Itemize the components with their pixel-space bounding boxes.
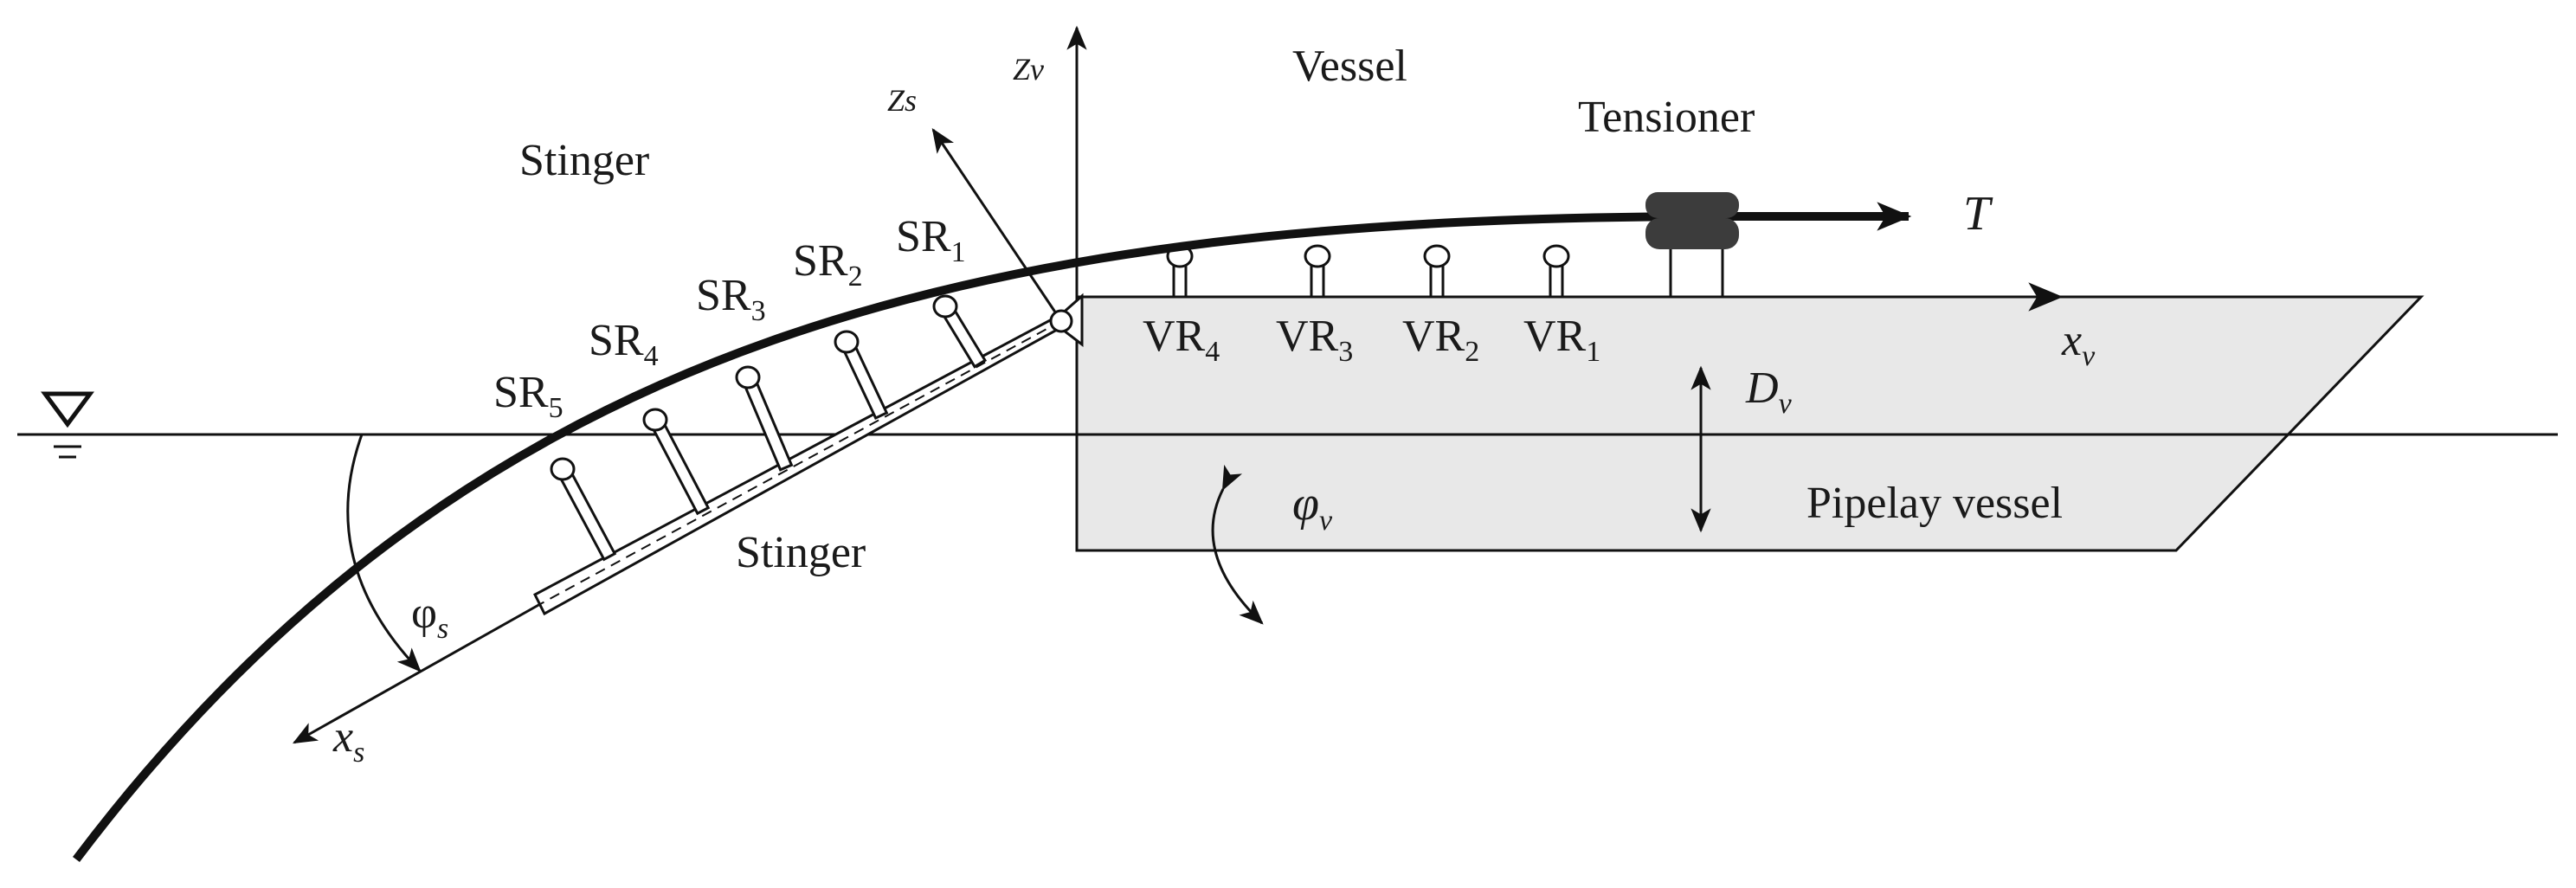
tensioner-label: Tensioner bbox=[1578, 93, 1755, 142]
zs-axis bbox=[931, 128, 1063, 322]
phis-label: φs bbox=[411, 589, 448, 645]
stinger-top-label: Stinger bbox=[519, 136, 649, 185]
stinger-roller-support bbox=[647, 415, 711, 516]
pipeline bbox=[73, 212, 1870, 863]
xs-axis bbox=[292, 602, 541, 744]
stinger-roller-support bbox=[740, 373, 794, 472]
tensioner bbox=[1645, 192, 1739, 297]
stinger-roller bbox=[735, 365, 761, 389]
vessel-roller-label: VR4 bbox=[1143, 312, 1220, 368]
water-surface-icon bbox=[41, 391, 94, 459]
zs-label: Zs bbox=[887, 83, 917, 118]
stinger-angle-arc bbox=[346, 434, 422, 672]
vessel-roller bbox=[1304, 244, 1331, 268]
phiv-label: φv bbox=[1292, 477, 1333, 537]
zv-label: Zv bbox=[1013, 52, 1044, 87]
vessel-roller bbox=[1542, 244, 1570, 268]
stinger-roller bbox=[932, 294, 958, 319]
stinger-roller bbox=[834, 330, 860, 354]
stinger-centerline bbox=[539, 320, 1062, 605]
pipelay-vessel-label: Pipelay vessel bbox=[1806, 479, 2063, 528]
vessel-rollers: VR4 VR3 VR2 VR1 bbox=[1143, 244, 1600, 368]
stinger-roller bbox=[642, 408, 668, 432]
dv-label: Dv bbox=[1745, 364, 1793, 420]
stinger-roller-label: SR1 bbox=[896, 212, 966, 268]
xv-label: xv bbox=[2061, 316, 2096, 372]
vessel-label: Vessel bbox=[1292, 42, 1407, 91]
vessel-roller-label: VR2 bbox=[1402, 312, 1479, 368]
stinger-roller-label: SR5 bbox=[493, 368, 564, 424]
roll-angle-arc bbox=[1211, 464, 1264, 625]
tension-label: T bbox=[1963, 187, 1993, 241]
stinger-roller-label: SR4 bbox=[589, 316, 659, 372]
stinger-roller bbox=[550, 457, 576, 481]
stinger-roller-label: SR3 bbox=[696, 271, 766, 327]
vessel-roller-label: VR1 bbox=[1523, 312, 1600, 368]
vessel-roller-label: VR3 bbox=[1276, 312, 1353, 368]
stinger-bottom-label: Stinger bbox=[736, 528, 866, 577]
stinger-roller-label: SR2 bbox=[793, 236, 863, 293]
stinger-hinge bbox=[1049, 293, 1084, 348]
xs-label: xs bbox=[332, 712, 364, 769]
vessel-roller bbox=[1423, 244, 1451, 268]
